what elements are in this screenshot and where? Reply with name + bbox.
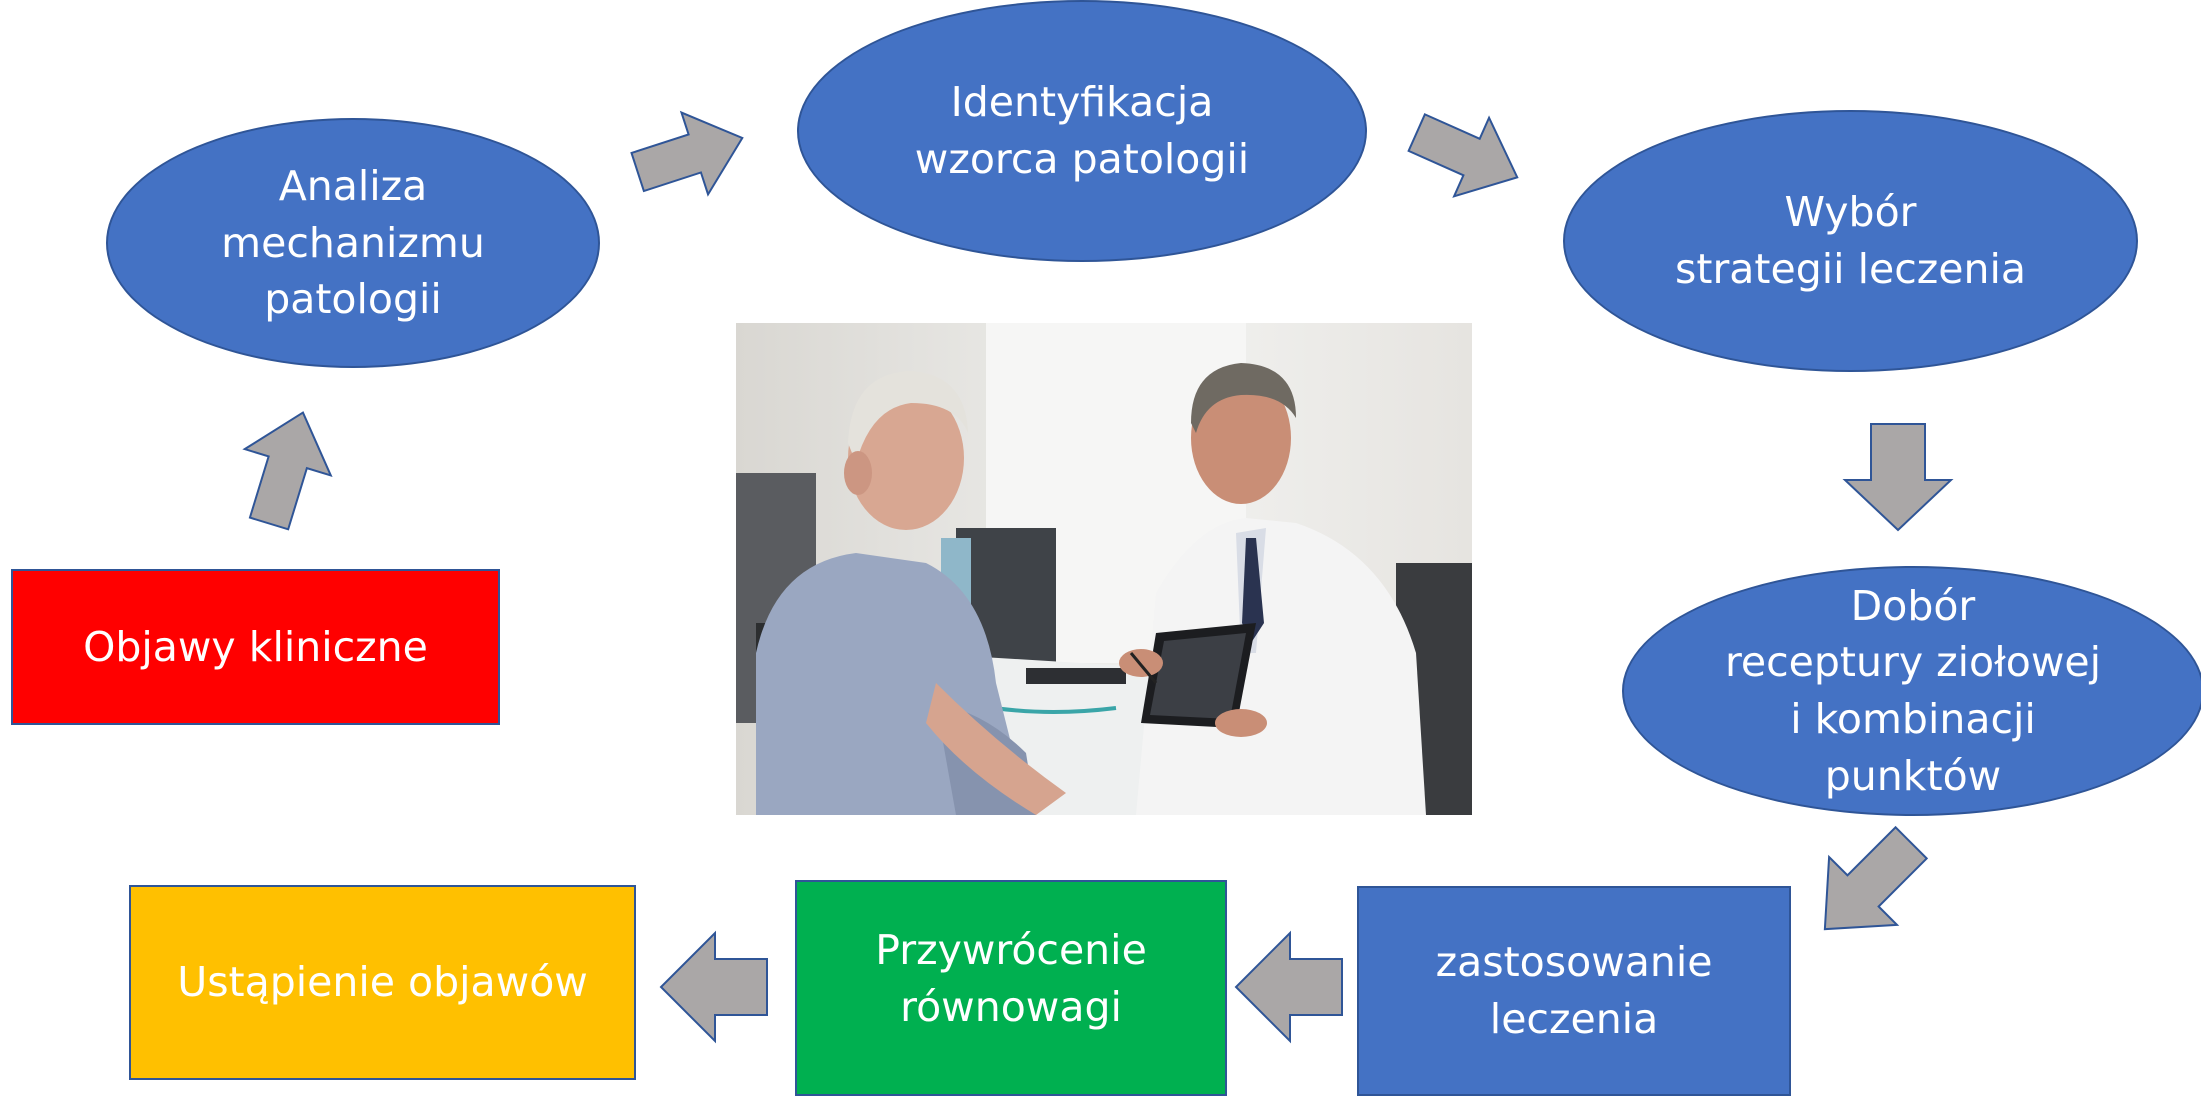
node-dobor-receptury: Dobór receptury ziołowej i kombinacji pu… [1622, 566, 2201, 816]
arrow-objawy-to-analiza [242, 411, 333, 531]
node-identyfikacja-wzorca: Identyfikacja wzorca patologii [797, 0, 1367, 262]
arrow-wybor-to-dobor [1842, 423, 1954, 532]
node-przywrocenie-label: Przywrócenie równowagi [875, 926, 1147, 1031]
node-wybor-label: Wybór strategii leczenia [1675, 188, 2026, 293]
arrow-przywrocenie-to-ustapienie [659, 930, 768, 1044]
arrow-analiza-to-identyfikacja [630, 110, 744, 197]
arrow-identyfikacja-to-wybor [1407, 113, 1519, 198]
node-wybor-strategii: Wybór strategii leczenia [1563, 110, 2138, 372]
node-zastosowanie-label: zastosowanie leczenia [1435, 938, 1713, 1043]
node-objawy-kliniczne: Objawy kliniczne [11, 569, 500, 725]
arrow-zastosowanie-to-przywrocenie [1234, 930, 1343, 1044]
node-analiza-mechanizmu: Analiza mechanizmu patologii [106, 118, 600, 368]
node-dobor-label: Dobór receptury ziołowej i kombinacji pu… [1724, 581, 2102, 800]
node-ustapienie-label: Ustąpienie objawów [177, 958, 588, 1007]
node-ustapienie-objawow: Ustąpienie objawów [129, 885, 636, 1080]
node-identyfikacja-label: Identyfikacja wzorca patologii [914, 78, 1250, 183]
node-zastosowanie-leczenia: zastosowanie leczenia [1357, 886, 1791, 1096]
node-analiza-label: Analiza mechanizmu patologii [221, 162, 485, 324]
node-objawy-label: Objawy kliniczne [83, 622, 428, 671]
arrow-dobor-to-zastosowanie [1823, 825, 1929, 931]
doctor-and-patient-photo [736, 323, 1472, 815]
node-przywrocenie-rownowagi: Przywrócenie równowagi [795, 880, 1227, 1096]
